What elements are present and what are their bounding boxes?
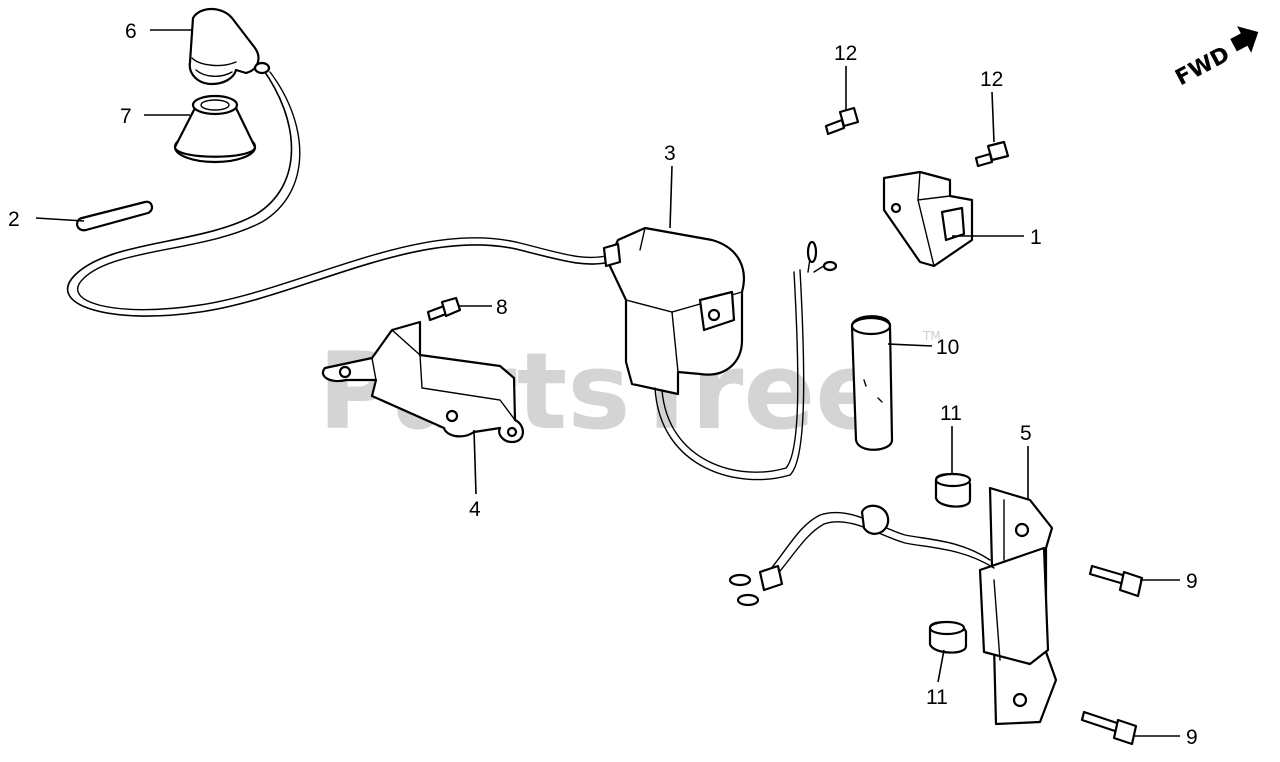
screw-12-upper: [824, 106, 860, 136]
coil-bracket: [882, 170, 974, 268]
flange-bolt-9-lower: [1080, 710, 1138, 746]
fwd-label: FWD: [1172, 42, 1235, 91]
callout-12-right: 12: [980, 68, 1003, 91]
callout-8: 8: [496, 296, 508, 319]
callout-9-lower: 9: [1186, 726, 1198, 749]
collar-11-lower: [928, 620, 968, 654]
callout-12-upper: 12: [834, 42, 857, 65]
screw-12-right: [974, 140, 1010, 168]
leader-lines: [35, 29, 1180, 737]
coil-mounting-bracket: [321, 320, 524, 444]
rubber-seal: [173, 94, 257, 164]
callout-11-lower: 11: [926, 686, 948, 709]
watermark-trademark: TM: [922, 329, 941, 343]
callout-numbers: 1 2 3 4 5 6 7 8 9 9 10 11 11 12 12: [8, 20, 1198, 749]
high-tension-cable: [67, 67, 611, 317]
flange-bolt-9-upper: [1088, 564, 1144, 598]
arrow-right-icon: [1230, 26, 1259, 53]
callout-11-upper: 11: [940, 402, 962, 425]
protector-tube: [850, 315, 894, 451]
tube: [76, 200, 154, 232]
callout-9-upper: 9: [1186, 570, 1198, 593]
fwd-direction-marker: FWD: [1172, 26, 1259, 91]
high-tension-cable-inner: [77, 71, 611, 311]
callout-1: 1: [1030, 226, 1042, 249]
spark-plug-cap: [188, 7, 271, 86]
control-unit: [728, 486, 1058, 726]
callout-10: 10: [936, 336, 959, 359]
callout-7: 7: [120, 105, 132, 128]
ignition-coil: [602, 226, 838, 481]
callout-6: 6: [125, 20, 137, 43]
callout-5: 5: [1020, 422, 1032, 445]
collar-11-upper: [934, 472, 972, 508]
bolt-8: [426, 296, 462, 322]
callout-3: 3: [664, 142, 676, 165]
callout-4: 4: [469, 498, 481, 521]
callout-2: 2: [8, 208, 20, 231]
